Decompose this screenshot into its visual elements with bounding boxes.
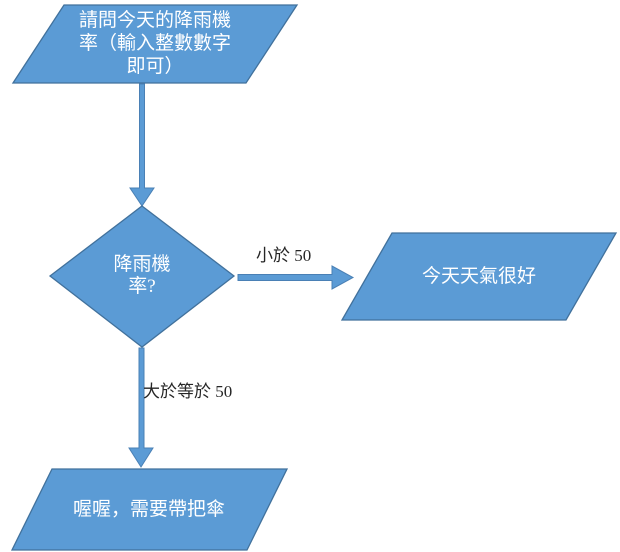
sunny-node-shape xyxy=(340,232,618,321)
edge-label-less-than: 小於 50 xyxy=(256,246,312,265)
connector-greater-equal-arrow-icon xyxy=(128,347,154,468)
input-node-shape xyxy=(11,4,299,84)
input-node-text-line: 請問今天的降雨機 xyxy=(78,10,231,31)
umbrella-node-shape xyxy=(10,468,289,551)
decision-node-text: 降雨機 率? xyxy=(82,254,202,298)
sunny-node-text: 今天天氣很好 xyxy=(379,265,579,288)
input-node-text-line: 率（輸入整數數字 xyxy=(78,33,231,54)
decision-node-text-line: 率? xyxy=(128,276,156,297)
umbrella-node-text-line: 喔喔，需要帶把傘 xyxy=(72,499,225,520)
umbrella-node-text: 喔喔，需要帶把傘 xyxy=(49,498,249,521)
decision-node-shape xyxy=(48,205,236,348)
input-node-text: 請問今天的降雨機 率（輸入整數數字 即可） xyxy=(55,9,255,78)
decision-node-text-line: 降雨機 xyxy=(113,254,171,275)
input-node-text-line: 即可） xyxy=(126,56,184,77)
sunny-node-text-line: 今天天氣很好 xyxy=(421,266,536,287)
edge-label-greater-equal: 大於等於 50 xyxy=(143,382,233,401)
connector-less-than-arrow-icon xyxy=(237,265,355,290)
connector-input-to-decision-arrow-icon xyxy=(129,83,155,207)
